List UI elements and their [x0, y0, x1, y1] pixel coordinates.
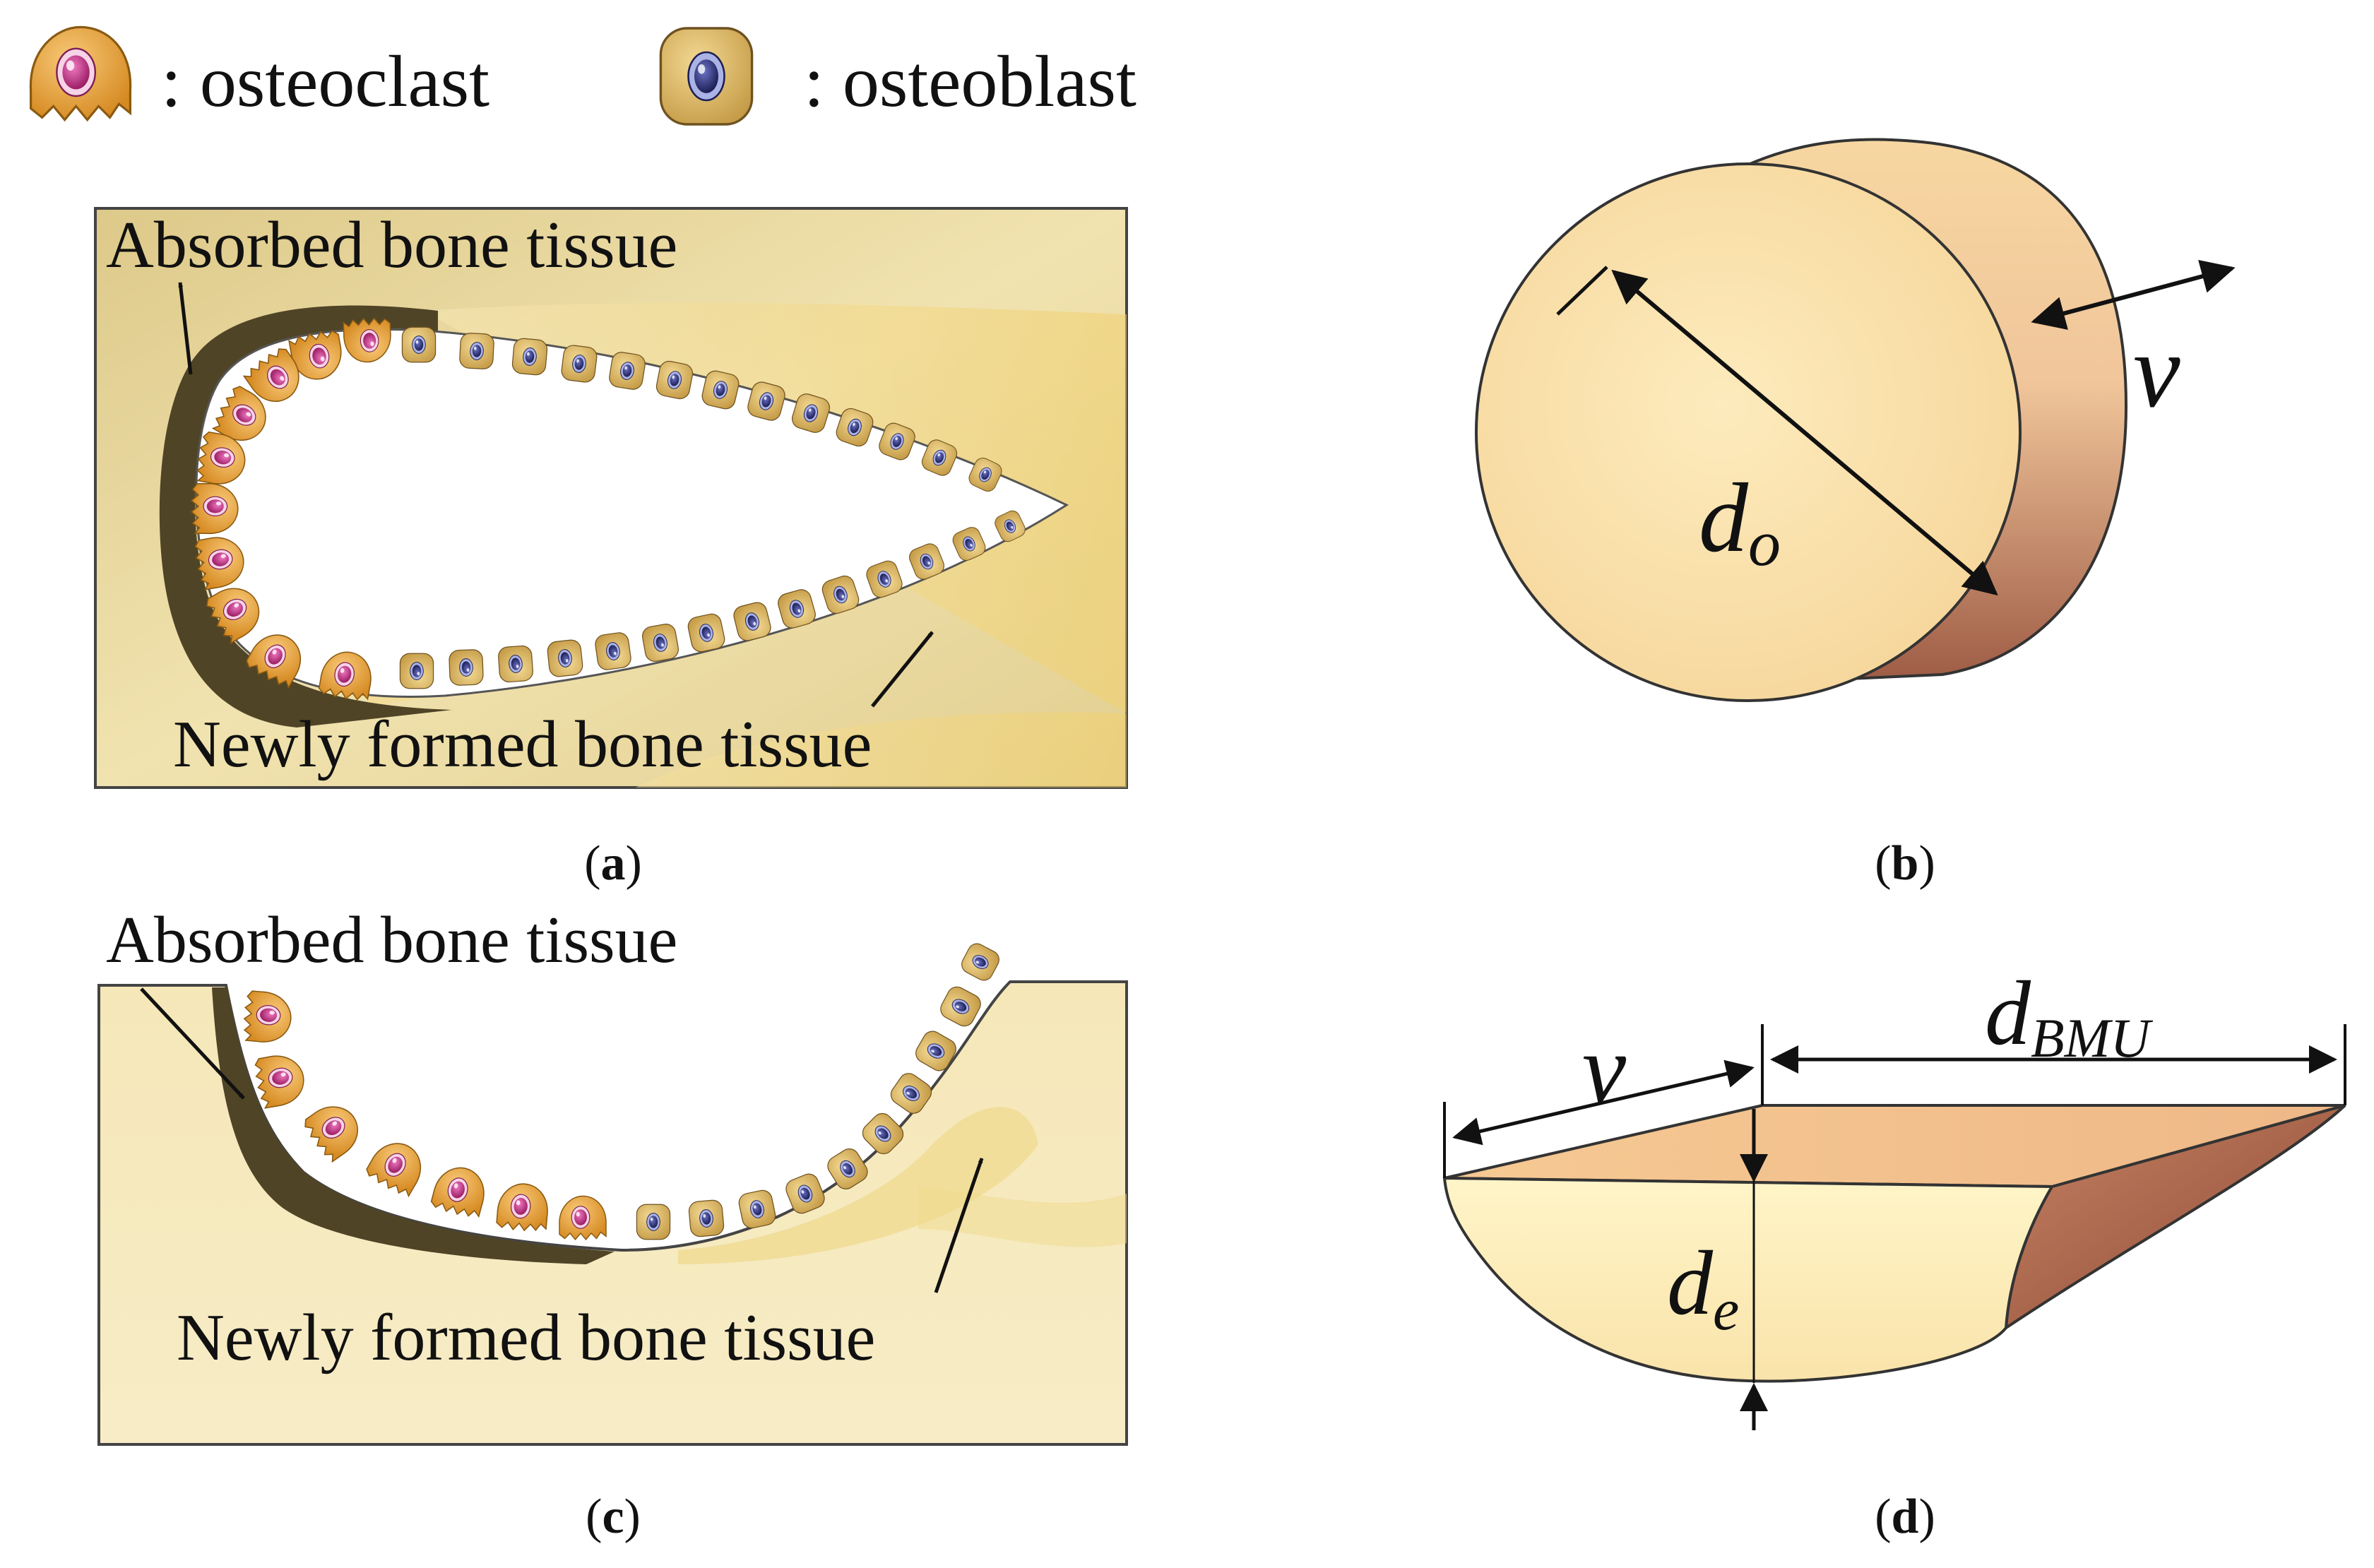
panel-b-cylinder-face [1475, 162, 2022, 702]
osteoclast-legend-label: : osteoclast [161, 41, 489, 122]
panel-a-absorbed-label: Absorbed bone tissue [106, 208, 677, 282]
panel-a-absorbed-arrow [178, 282, 193, 375]
panel-c: Absorbed bone tissue Newly formed bone t… [97, 903, 1128, 1446]
panel-b-diameter-arrow [1611, 269, 1998, 596]
panel-d-depth-label: de [1667, 1233, 1739, 1343]
panel-c-absorbed-arrow [140, 987, 245, 1100]
panel-d-front-face [1442, 1176, 2055, 1383]
panel-a-newly-formed-label: Newly formed bone tissue [173, 708, 872, 781]
panel-a-newly-formed-arrow [871, 631, 934, 708]
panel-d-caption: (d) [1875, 1490, 1935, 1544]
osteoclast-legend-icon [29, 25, 132, 121]
panel-c-new-bone [678, 1107, 1038, 1264]
panel-a-caption: (a) [584, 836, 642, 891]
panel-c-absorbed-label: Absorbed bone tissue [106, 903, 677, 977]
panel-d-wedge: v dBMU de [1442, 963, 2346, 1430]
panel-b-cylinder: do v [1475, 138, 2236, 702]
legend: : osteoclast : osteoblast [29, 25, 1136, 126]
panel-b-length-arrow [2031, 259, 2236, 331]
panel-b-caption: (b) [1875, 836, 1935, 891]
panel-c-newly-formed-label: Newly formed bone tissue [177, 1301, 875, 1374]
panel-a: Absorbed bone tissue Newly formed bone t… [94, 207, 1128, 789]
panel-d-length-label: v [1582, 1014, 1627, 1124]
osteoblast-legend-label: : osteoblast [804, 41, 1136, 122]
panel-a-new-bone [424, 302, 1127, 788]
panel-d-length-arrow [1452, 1059, 1755, 1146]
osteoblast-legend-icon [659, 27, 754, 126]
panel-b-diameter-label: do [1699, 463, 1781, 579]
panel-c-caption: (c) [586, 1490, 641, 1544]
panel-c-newly-formed-arrow [934, 1158, 984, 1293]
panel-c-absorbed-bone [212, 987, 615, 1264]
panel-b-length-label: v [2133, 312, 2180, 429]
panel-d-width-label: dBMU [1985, 963, 2154, 1069]
